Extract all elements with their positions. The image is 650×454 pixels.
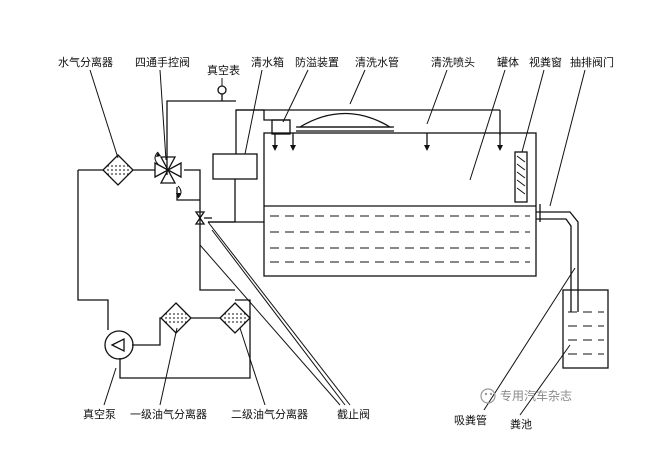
watermark: 专用汽车杂志 <box>480 388 572 404</box>
label-cleaning-pipe: 清洗水管 <box>355 55 399 69</box>
label-primary-oil-separator: 一级油气分离器 <box>130 407 207 421</box>
label-tank-body: 罐体 <box>497 55 519 69</box>
watermark-text: 专用汽车杂志 <box>500 388 572 403</box>
overflow-dome <box>296 112 394 132</box>
secondary-oil-separator <box>219 302 251 334</box>
label-vacuum-pump: 真空泵 <box>83 407 116 421</box>
label-sight-glass: 视粪窗 <box>529 55 562 69</box>
label-cesspool: 粪池 <box>510 417 532 431</box>
label-cleaning-nozzle: 清洗喷头 <box>431 56 475 69</box>
label-clean-water-tank: 清水箱 <box>251 55 284 69</box>
cesspool <box>562 289 609 369</box>
label-secondary-oil-separator: 二级油气分离器 <box>231 407 308 421</box>
sight-glass <box>514 151 528 203</box>
primary-oil-separator <box>160 302 192 334</box>
label-stop-valve: 截止阀 <box>337 407 370 421</box>
label-overflow-device: 防溢装置 <box>295 55 339 69</box>
clean-water-tank <box>212 153 258 180</box>
vacuum-pump <box>104 330 134 360</box>
tank-body <box>263 132 537 277</box>
piping-network <box>77 100 264 379</box>
suction-pipe <box>536 204 579 312</box>
label-vacuum-gauge: 真空表 <box>207 63 240 77</box>
label-water-separator: 水气分离器 <box>58 55 113 69</box>
cleaning-nozzles <box>272 133 503 151</box>
four-way-valve <box>154 151 182 199</box>
leader-lines <box>89 69 586 416</box>
overflow-device <box>271 119 291 135</box>
stop-valve <box>194 211 212 225</box>
label-four-way-valve: 四通手控阀 <box>135 55 190 69</box>
water-separator <box>102 154 134 186</box>
label-suction-pipe: 吸粪管 <box>454 413 487 427</box>
label-discharge-valve: 抽排阀门 <box>570 55 614 69</box>
vacuum-gauge <box>217 85 227 101</box>
